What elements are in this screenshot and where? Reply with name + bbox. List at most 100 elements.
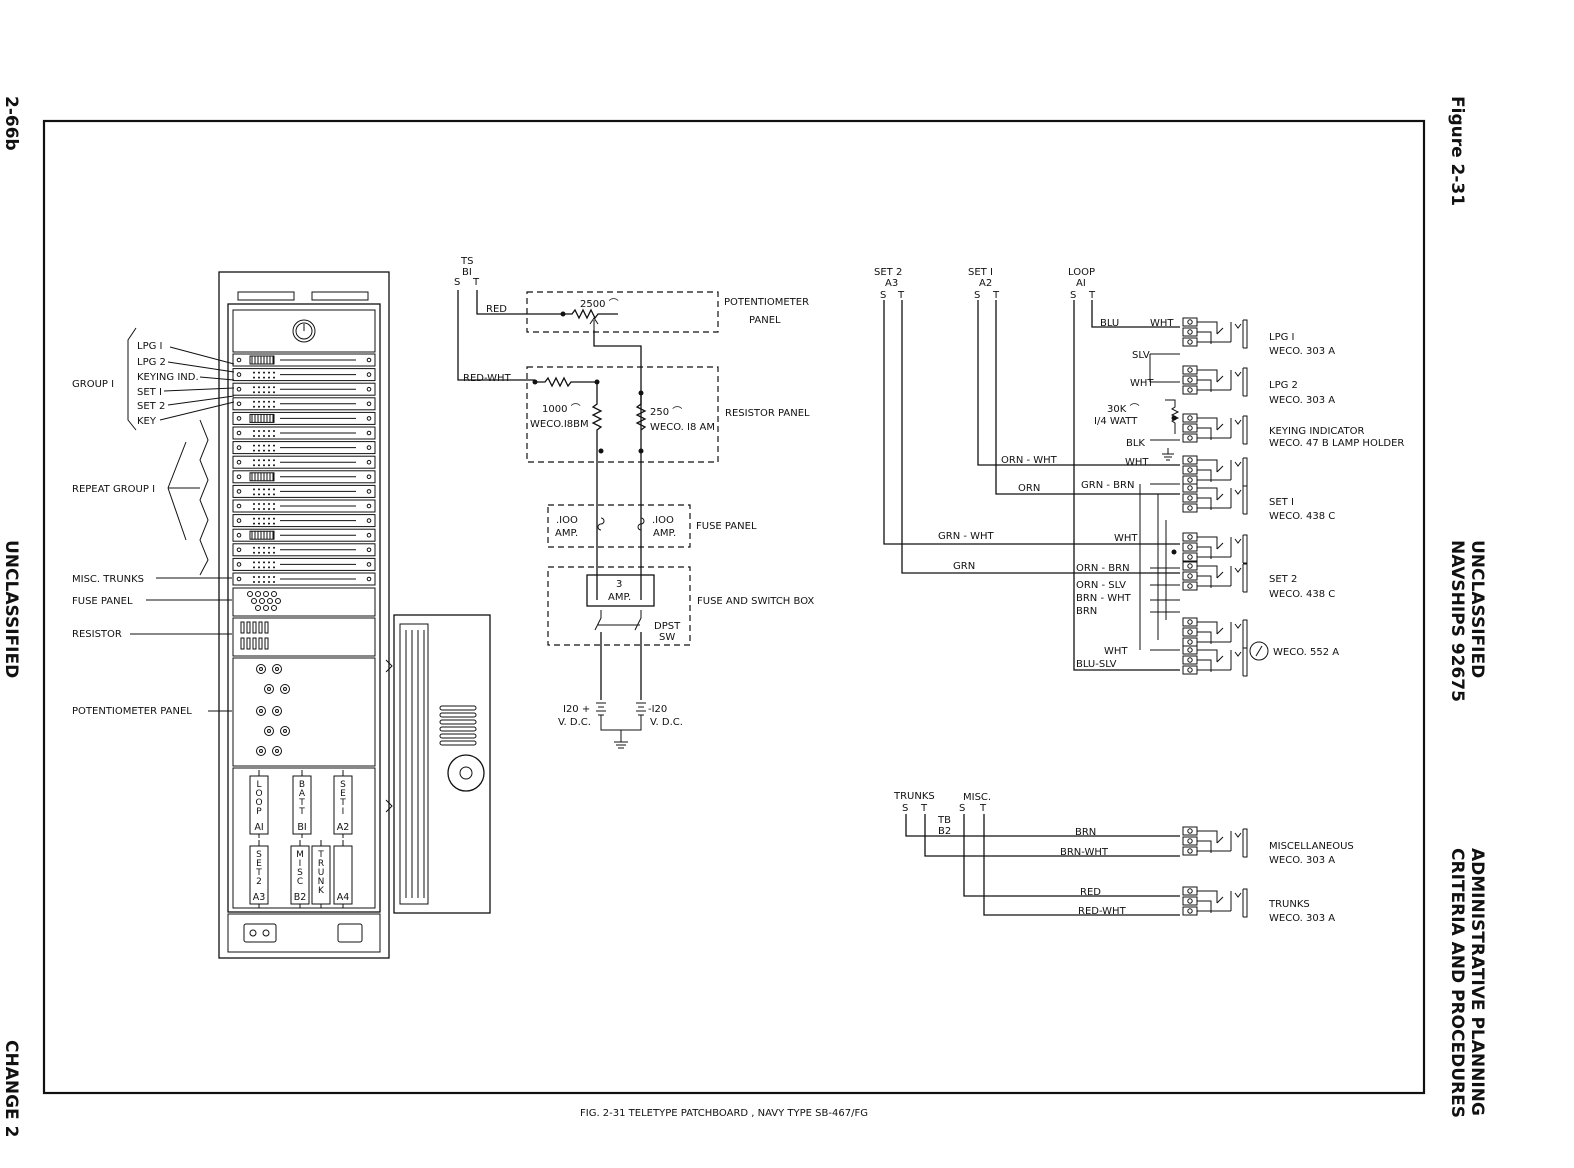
bi-label: BI [462,267,472,278]
door-louvre [439,740,477,746]
wire-blu: BLU [1100,318,1119,329]
module-letter: T [255,868,262,878]
door-louvre [439,719,477,725]
fuse2-rating: .IOO [652,515,674,526]
patch-row [232,426,376,440]
manual-title-line1: ADMINISTRATIVE PLANNING [1467,848,1487,1116]
wire-wht-3: WHT [1125,457,1149,468]
wire-grn-brn: GRN - BRN [1081,480,1134,491]
module-id: A2 [337,822,350,833]
set1-header: SET I [968,267,993,278]
module-letter: R [318,859,324,869]
ts-label: TS [460,256,473,267]
pot-panel-label1: POTENTIOMETER [724,297,809,308]
module-letter: I [342,807,345,817]
door-louvre [439,726,477,732]
wire-red: RED [486,304,507,315]
resistor-bar [246,621,251,634]
fuse3-rating: 3 [616,579,622,590]
jack-part-552a: WECO. 552 A [1273,647,1339,658]
fuse1-unit: AMP. [555,528,578,539]
module-letter: T [339,798,346,808]
module-letter: C [297,877,303,887]
patch-row [232,543,376,557]
callout-set2: SET 2 [137,401,165,412]
module-letter: 2 [256,877,262,887]
module-id: A3 [253,892,266,903]
resistor-panel-label: RESISTOR PANEL [725,408,810,419]
power-circuit: TS BI S T RED RED-WHT 2500 ⌒ POTENTIOMET… [454,256,814,749]
callout-repeat-group1: REPEAT GROUP I [72,484,155,495]
jack-label-set1: SET I [1269,497,1294,508]
patch-row [232,397,376,411]
module-letter: N [318,877,325,887]
misc-t: T [979,803,987,814]
fuse-holder [255,591,261,597]
wire-orn-wht: ORN - WHT [1001,455,1058,466]
module-letter: O [255,789,262,799]
pot-knob [280,684,290,694]
callout-set1: SET I [137,387,162,398]
wire-brn-wht: BRN - WHT [1076,593,1132,604]
door-louvre [439,705,477,711]
wire-grn-wht: GRN - WHT [938,531,995,542]
negative-supply: -I20 [648,704,667,715]
pot-knob [264,726,274,736]
trunk-field: TRUNKS MISC. TB B2 S T S T BRN BRN-WHT R… [893,791,1354,924]
module-letter: A [299,789,306,799]
wire-wht-4: WHT [1114,533,1138,544]
module-letter: O [255,798,262,808]
callout-fuse-panel: FUSE PANEL [72,596,133,607]
patch-jack [1182,561,1248,593]
wire-grn: GRN [953,561,975,572]
pot-value: 2500 ⌒ [580,298,619,310]
patch-row [232,368,376,382]
fuse-holder [271,591,277,597]
wire-wht-2: WHT [1130,378,1154,389]
patch-jack [1182,317,1248,349]
fuse-holder [263,605,269,611]
fuse-panel-label: FUSE PANEL [696,521,757,532]
door-louvre [439,733,477,739]
jack-label-misc: MISCELLANEOUS [1269,841,1354,852]
fuse-holder [251,598,257,604]
wire-red-wht-trunk: RED-WHT [1078,906,1127,917]
pot-knob [264,684,274,694]
patch-row [232,528,376,542]
patch-jack [1182,365,1248,397]
module-letter: S [297,868,303,878]
resistor-bar [252,621,257,634]
fuse3-unit: AMP. [608,592,631,603]
module-letter: S [256,850,262,860]
callout-potentiometer-panel: POTENTIOMETER PANEL [72,706,192,717]
resistor-30k: 30K ⌒ [1107,403,1139,415]
module-letter: T [298,798,305,808]
module-id: AI [254,822,263,833]
resistor-bar [258,621,263,634]
pot-knob [272,706,282,716]
wire-red-trunk: RED [1080,887,1101,898]
wire-orn-brn: ORN - BRN [1076,563,1130,574]
classification-right: UNCLASSIFIED [1467,540,1487,678]
patch-jack [1182,455,1248,487]
set2-s: S [880,290,886,301]
wire-brn-misc: BRN [1075,827,1096,838]
a3-header: A3 [885,278,898,289]
jack-label-lpg1: LPG I [1269,332,1294,343]
jack-part-set1: WECO. 438 C [1269,511,1335,522]
resistor-bar [264,621,269,634]
trunks-header: TRUNKS [893,791,935,802]
loop-header: LOOP [1068,267,1095,278]
patch-row [232,499,376,513]
module-letter: U [318,868,325,878]
fuse-holder [263,591,269,597]
wire-orn: ORN [1018,483,1040,494]
module-id: B2 [294,892,307,903]
patch-jack [1182,532,1248,564]
module-letter: S [340,780,346,790]
wire-brn-wht-misc: BRN-WHT [1060,847,1109,858]
patch-row [232,441,376,455]
loop-s: S [1070,290,1076,301]
patch-jack [1182,483,1248,515]
